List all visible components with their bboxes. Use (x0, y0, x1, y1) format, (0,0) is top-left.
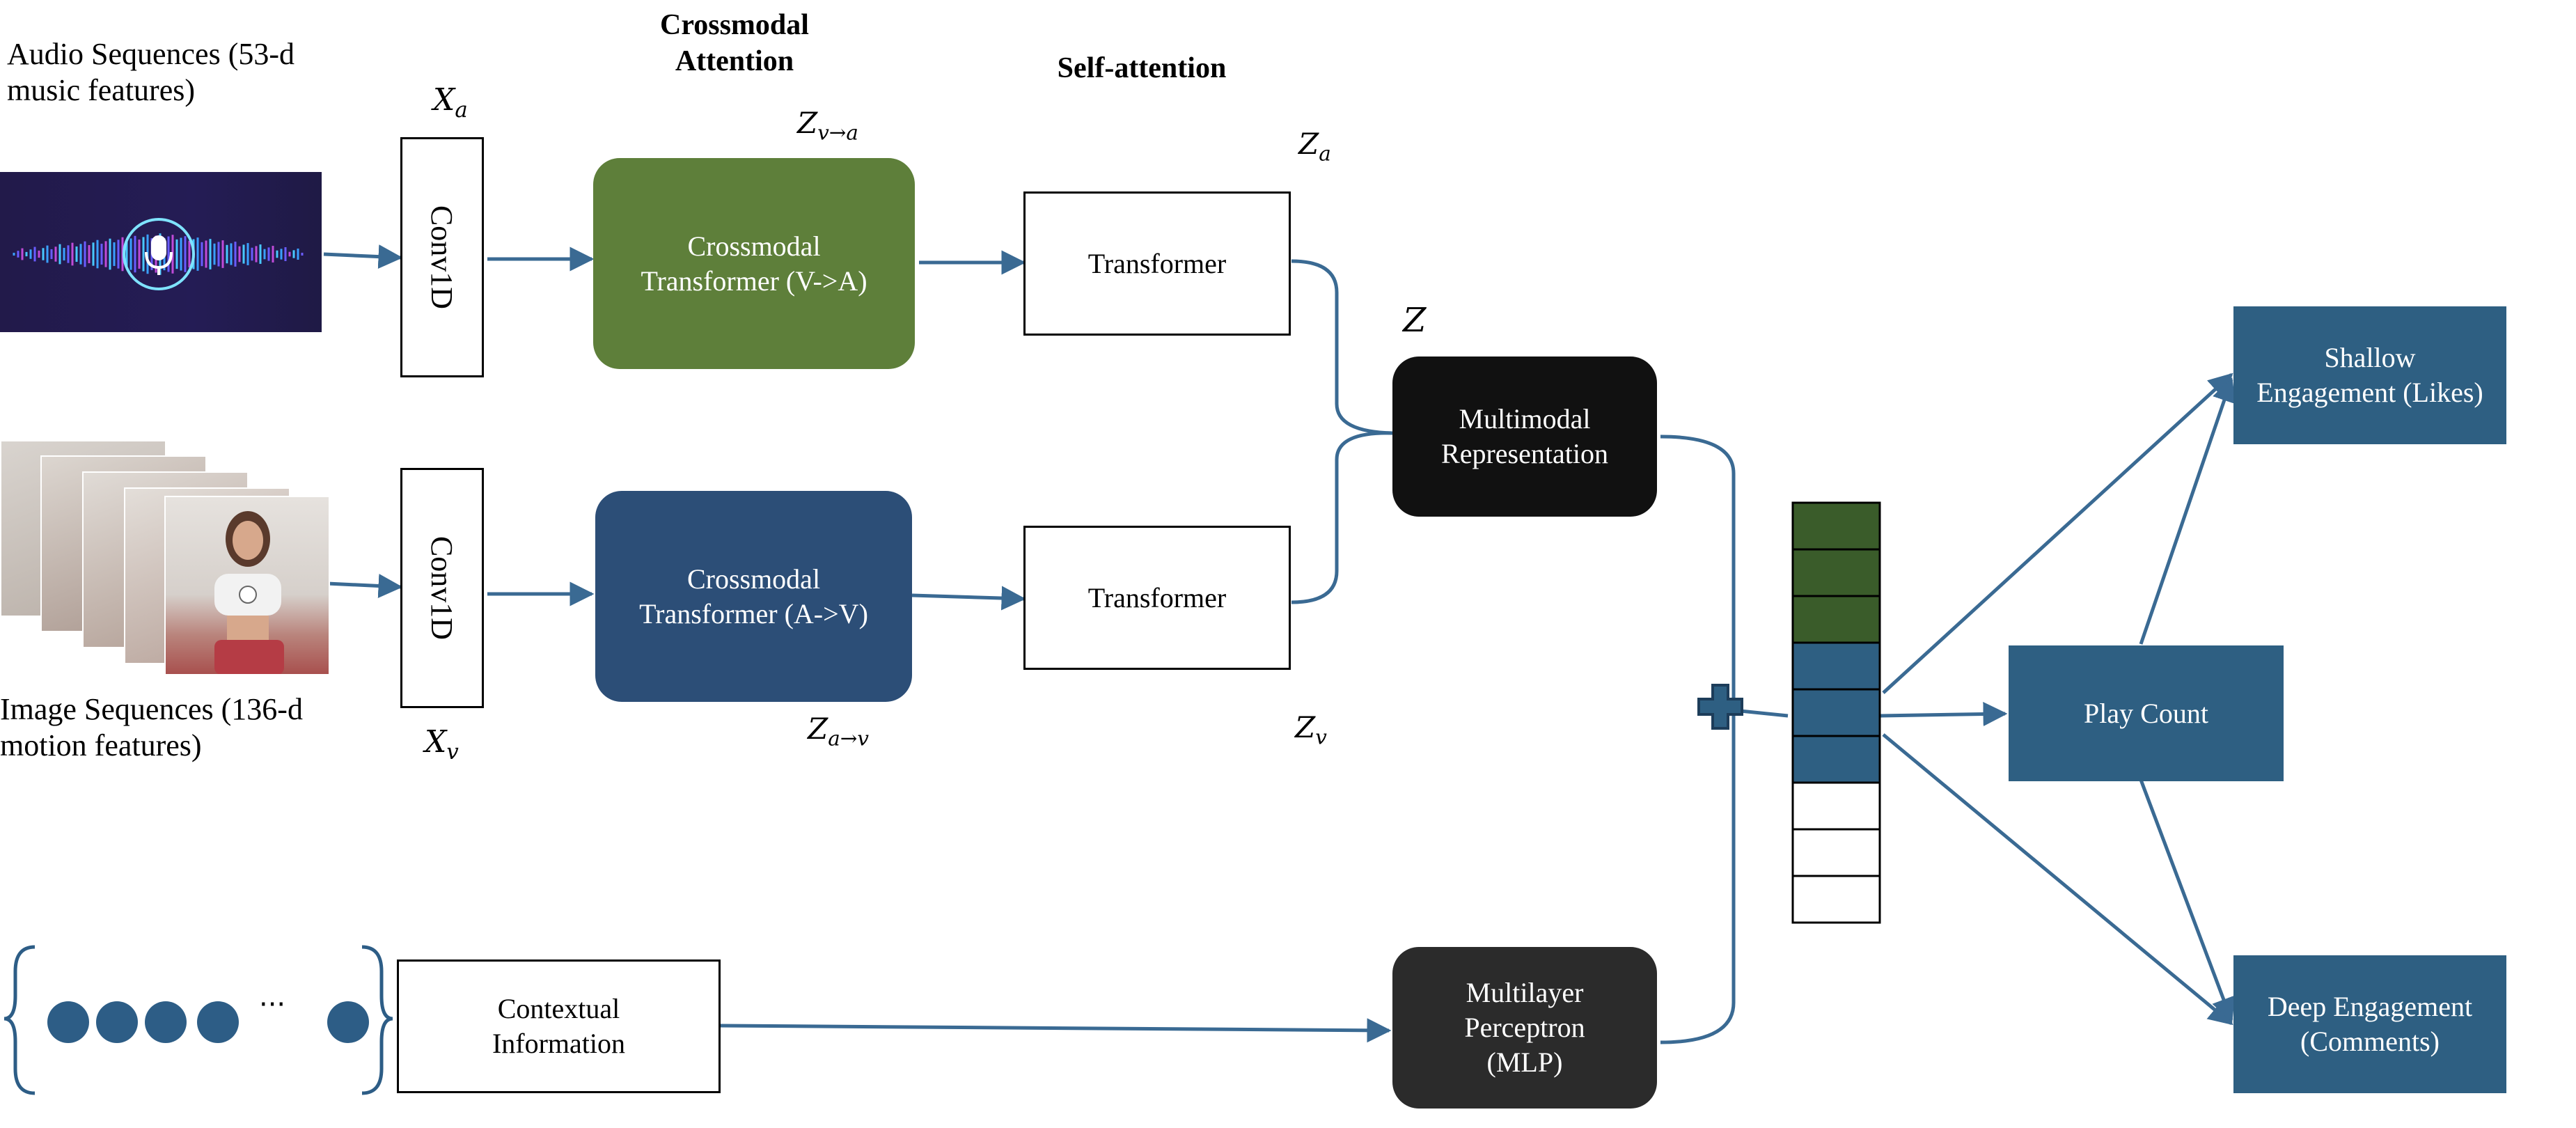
vector-cell-green (1791, 501, 1881, 551)
connector-multimodal-to-concat (1660, 434, 1736, 696)
context-dot-2 (96, 1001, 138, 1043)
conv1d-image-box: Conv1D (400, 468, 484, 708)
context-dot-4 (197, 1001, 239, 1043)
context-dot-1 (47, 1001, 89, 1043)
z-v-to-a-symbol: Zv→a (797, 106, 858, 145)
context-left-brace (3, 945, 36, 1095)
conv1d-audio-box: Conv1D (400, 137, 484, 377)
transformer-bottom-box: Transformer (1023, 526, 1291, 670)
z-symbol: Z (1403, 301, 1427, 340)
vector-cell-blue (1791, 688, 1881, 737)
person-silhouette-icon (214, 511, 284, 674)
z-v-symbol: Zv (1295, 710, 1327, 749)
x-v-symbol: Xv (425, 724, 459, 765)
concatenated-feature-vector (1791, 501, 1881, 924)
context-ellipsis: ··· (259, 989, 286, 1021)
microphone-icon (145, 235, 173, 275)
image-sequences-label: Image Sequences (136-d motion features) (0, 692, 303, 762)
audio-waveform-image (0, 172, 322, 332)
context-dot-5 (327, 1001, 369, 1043)
crossmodal-transformer-v-to-a: Crossmodal Transformer (V->A) (593, 158, 915, 369)
audio-sequences-label: Audio Sequences (53-d music features) (7, 37, 295, 107)
crossmodal-attention-heading: Crossmodal Attention (660, 9, 809, 77)
arrow-vector-to-shallow (1882, 373, 2233, 694)
contextual-information-box: Contextual Information (397, 959, 721, 1093)
self-attention-heading: Self-attention (1057, 52, 1227, 84)
vector-cell-white (1791, 781, 1881, 831)
arrow-crossmodal-av-to-transformer (911, 586, 1026, 611)
context-right-brace (361, 945, 393, 1095)
conv1d-audio-label: Conv1D (425, 205, 460, 310)
vector-cell-white (1791, 875, 1881, 924)
crossmodal-transformer-a-to-v: Crossmodal Transformer (A->V) (595, 491, 912, 702)
context-dot-3 (145, 1001, 187, 1043)
arrow-playcount-to-shallow (2139, 377, 2236, 645)
image-frame-stack (0, 440, 330, 677)
merge-brace-bottom (1291, 431, 1393, 604)
vector-cell-blue (1791, 641, 1881, 691)
vector-cell-green (1791, 595, 1881, 644)
play-count-box: Play Count (2009, 645, 2284, 781)
vector-cell-blue (1791, 735, 1881, 784)
mlp-box: Multilayer Perceptron (MLP) (1392, 947, 1657, 1109)
arrow-vector-to-playcount (1879, 702, 2008, 727)
conv1d-image-label: Conv1D (425, 535, 460, 641)
transformer-top-box: Transformer (1023, 191, 1291, 336)
vector-cell-white (1791, 828, 1881, 877)
arrow-vector-to-deep (1882, 733, 2233, 1026)
z-a-to-v-symbol: Za→v (808, 712, 869, 751)
image-frame-front (164, 496, 330, 675)
concat-plus-icon (1697, 684, 1743, 730)
microphone-ring (123, 218, 195, 290)
arrow-audio-to-conv (323, 244, 403, 269)
connector-mlp-to-concat (1660, 696, 1736, 1044)
deep-engagement-box: Deep Engagement (Comments) (2233, 955, 2506, 1093)
merge-brace-top (1291, 259, 1393, 435)
context-feature-dots (47, 1001, 369, 1043)
x-a-symbol: Xa (433, 82, 468, 123)
arrow-image-to-conv (327, 574, 403, 598)
arrow-context-to-mlp (720, 1018, 1392, 1043)
multimodal-representation-box: Multimodal Representation (1392, 357, 1657, 517)
arrow-playcount-to-deep (2139, 779, 2236, 1023)
vector-cell-green (1791, 548, 1881, 597)
z-a-symbol: Za (1298, 127, 1331, 166)
shallow-engagement-box: Shallow Engagement (Likes) (2233, 306, 2506, 444)
